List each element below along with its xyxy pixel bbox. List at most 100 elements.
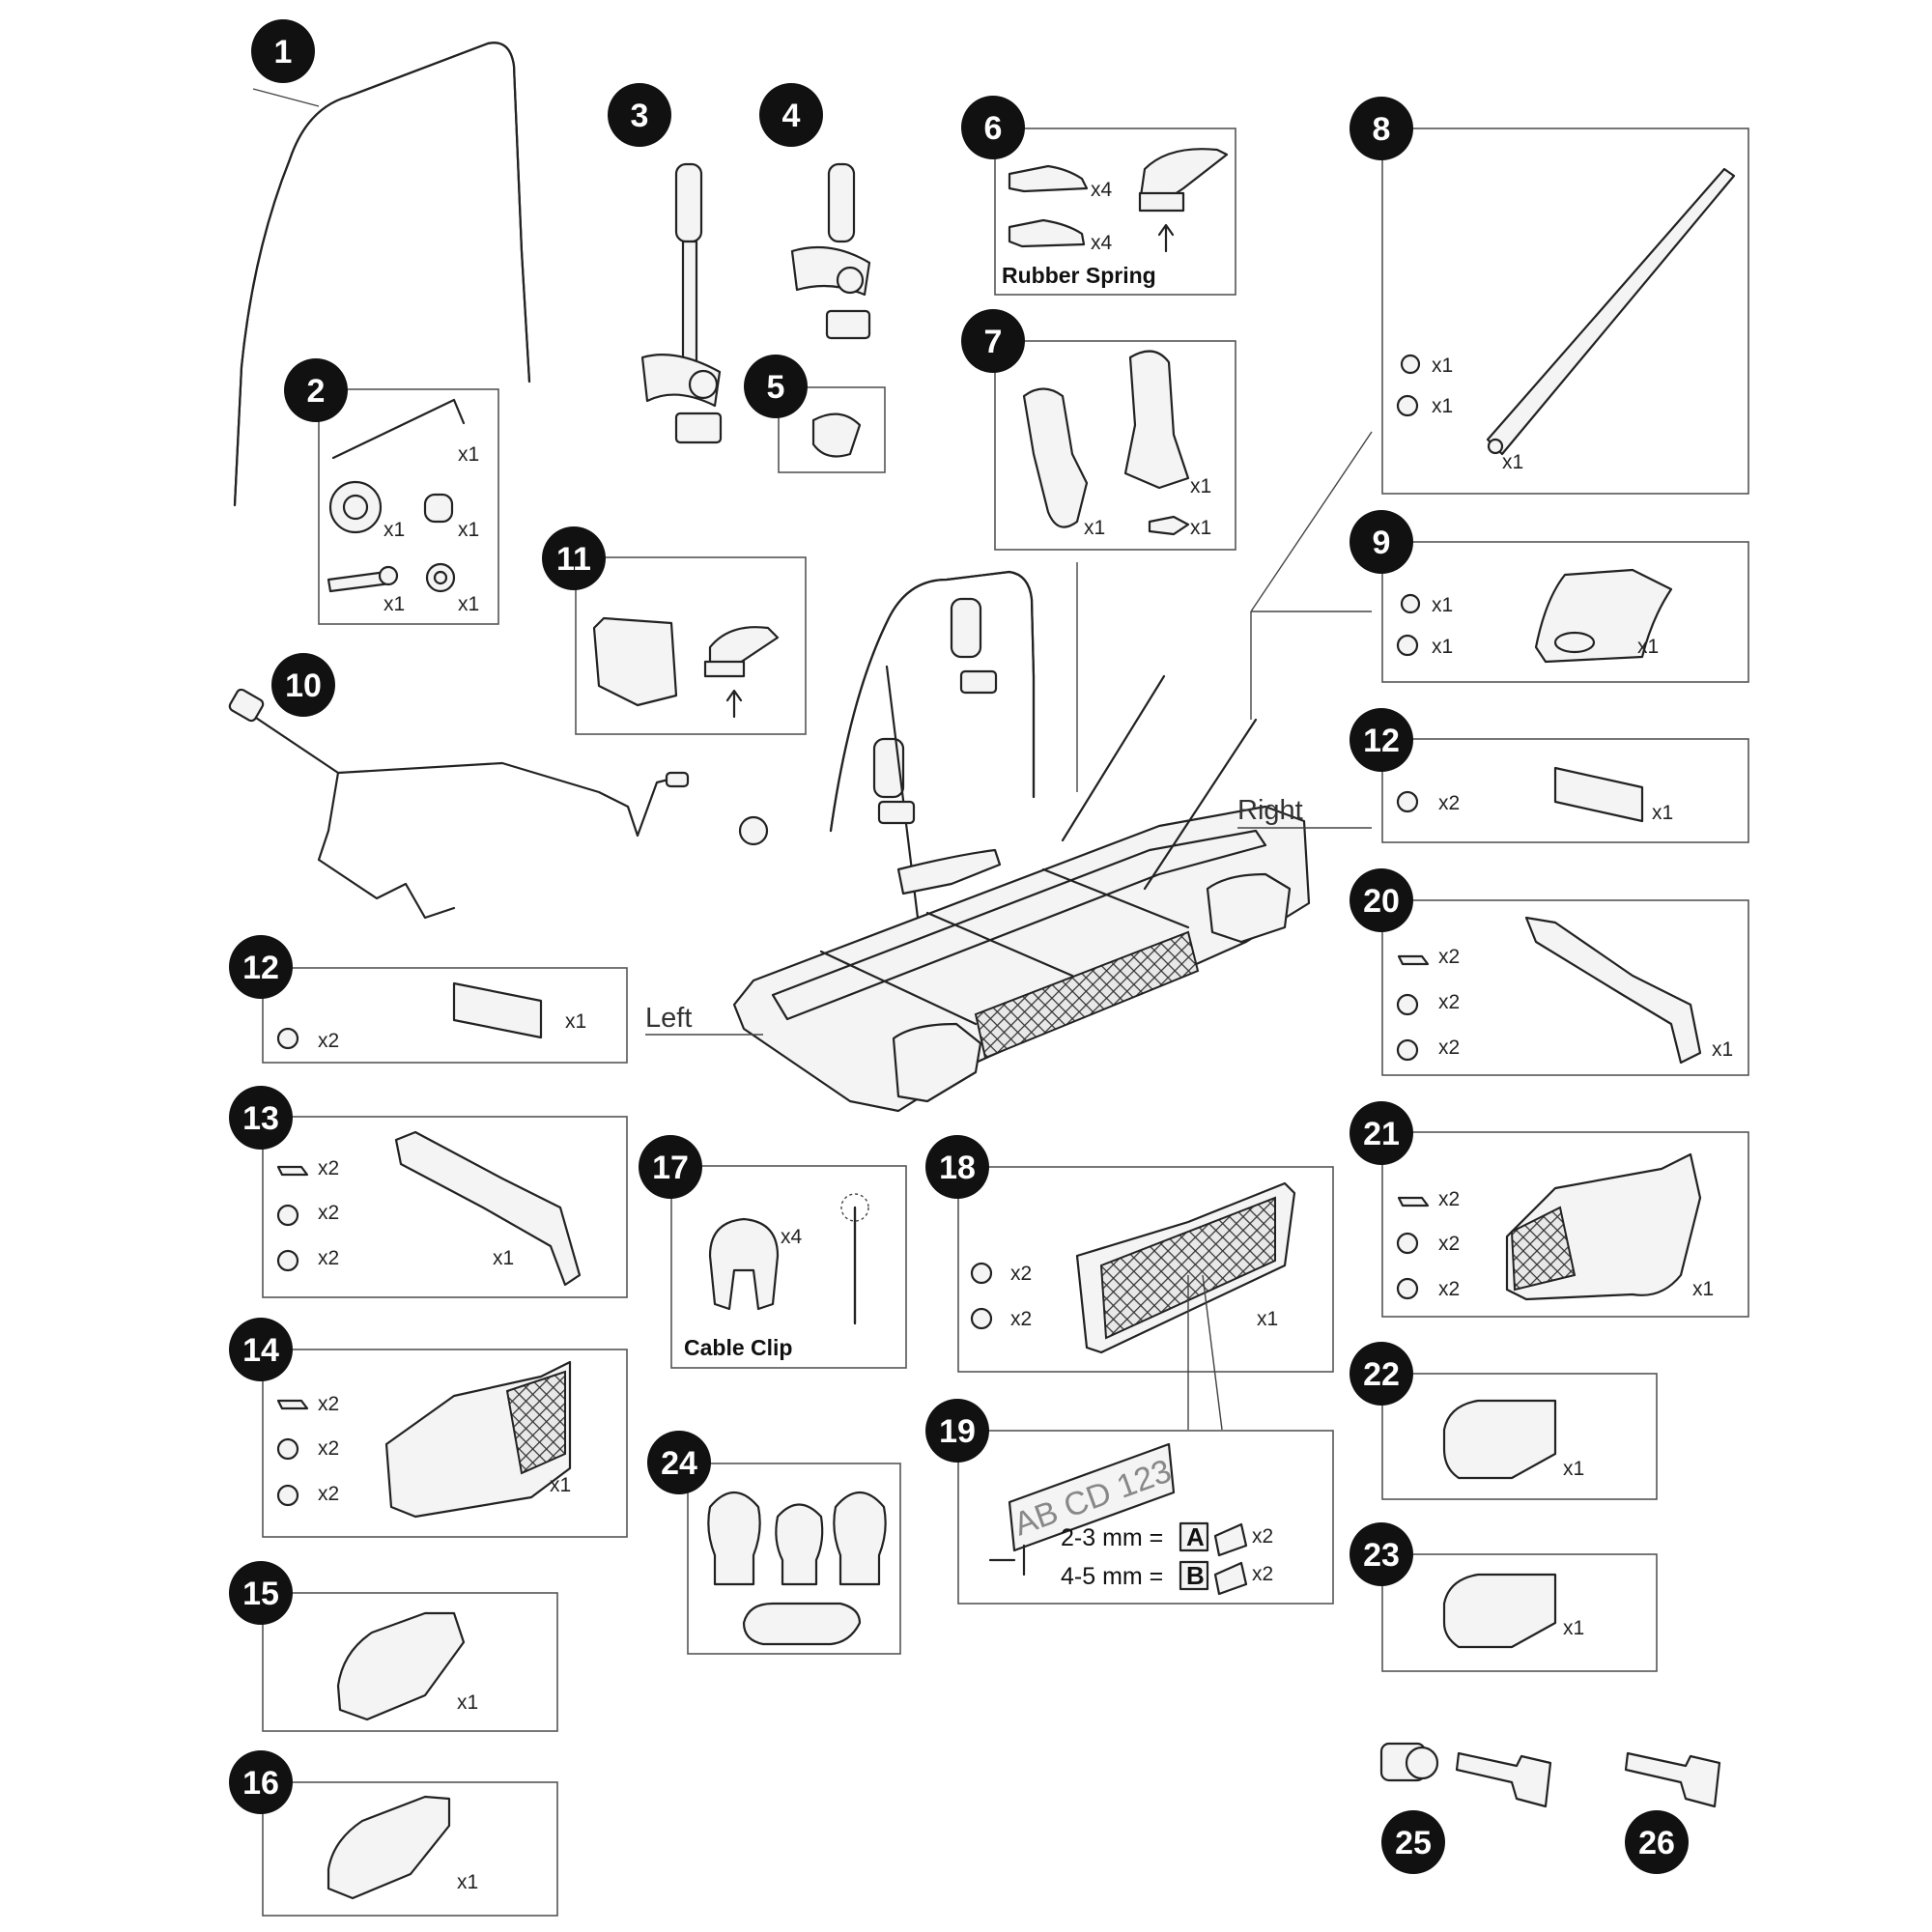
quantity-label: x1	[458, 519, 479, 541]
quantity-label: x2	[318, 1157, 339, 1179]
part-10-cable	[228, 688, 690, 920]
part-number: 1	[274, 34, 293, 71]
quantity-label: x2	[1438, 1233, 1460, 1255]
part-2-hardware	[327, 398, 466, 593]
quantity-label: x1	[458, 443, 479, 466]
part-26-key	[1624, 1751, 1721, 1808]
part-11-holder	[592, 616, 780, 719]
badge-12-right: 12	[1350, 708, 1413, 772]
box-6	[994, 128, 1236, 296]
quantity-label: x2	[1438, 1037, 1460, 1059]
box-20	[1381, 899, 1749, 1076]
part-15-lens	[336, 1611, 466, 1721]
leader-8	[1250, 431, 1373, 612]
badge-11: 11	[542, 526, 606, 590]
part-3-long-arm	[640, 162, 723, 444]
part-5-knob	[811, 412, 862, 458]
badge-17: 17	[639, 1135, 702, 1199]
box-5	[778, 386, 886, 473]
part-6-rubber-springs	[1008, 148, 1229, 253]
part-number: 14	[242, 1332, 279, 1369]
part-number: 13	[242, 1100, 279, 1137]
badge-14: 14	[229, 1318, 293, 1381]
quantity-label: x2	[1252, 1563, 1273, 1585]
badge-22: 22	[1350, 1342, 1413, 1406]
part-number: 22	[1363, 1356, 1400, 1393]
part-24-bulbs	[707, 1492, 887, 1646]
plate-spacer-label: B	[1186, 1561, 1205, 1590]
quantity-label: x1	[384, 593, 405, 615]
badge-20: 20	[1350, 868, 1413, 932]
box-24	[687, 1463, 901, 1655]
quantity-label: x1	[1432, 395, 1453, 417]
box-2	[318, 388, 499, 625]
part-number: 25	[1395, 1825, 1432, 1861]
part-number: 4	[782, 98, 801, 134]
assembled-bike-carrier	[732, 570, 1311, 1113]
part-19-plate-spacers	[988, 1442, 1248, 1596]
quantity-label: x2	[318, 1202, 339, 1224]
part-17-cable-clips	[708, 1193, 869, 1325]
part-8-rod	[1396, 167, 1736, 456]
part-12-right-plate	[1396, 766, 1644, 823]
part-number: 6	[984, 110, 1003, 147]
part-13-light-bracket	[276, 1130, 582, 1287]
badge-3: 3	[608, 83, 671, 147]
box-21	[1381, 1131, 1749, 1318]
part-23-lens	[1442, 1573, 1557, 1649]
quantity-label: x4	[781, 1226, 803, 1248]
badge-8: 8	[1350, 97, 1413, 160]
quantity-label: x2	[1438, 1188, 1460, 1210]
part-number: 11	[556, 541, 591, 578]
badge-24: 24	[647, 1431, 711, 1494]
badge-6: 6	[961, 96, 1025, 159]
leader-18-19b	[1202, 1274, 1223, 1431]
quantity-label: x1	[1712, 1038, 1733, 1061]
quantity-label: x1	[1637, 636, 1659, 658]
quantity-label: x1	[458, 593, 479, 615]
badge-9: 9	[1350, 510, 1413, 574]
box-17	[670, 1165, 907, 1369]
quantity-label: x1	[457, 1871, 478, 1893]
part-number: 20	[1363, 883, 1400, 920]
part-14-left-light	[276, 1360, 572, 1519]
part-number: 8	[1373, 111, 1391, 148]
quantity-label: x1	[1084, 517, 1105, 539]
part-number: 23	[1363, 1537, 1400, 1574]
part-number: 7	[984, 324, 1003, 360]
quantity-label: x4	[1091, 179, 1113, 201]
part-number: 2	[307, 373, 326, 410]
box-16	[262, 1781, 558, 1917]
badge-18: 18	[925, 1135, 989, 1199]
caption-label: Cable Clip	[684, 1335, 792, 1360]
box-15	[262, 1592, 558, 1732]
caption-label: Right	[1237, 795, 1303, 826]
quantity-label: x2	[1438, 792, 1460, 814]
quantity-label: x1	[1502, 451, 1523, 473]
quantity-label: x2	[1438, 1278, 1460, 1300]
quantity-label: x2	[318, 1393, 339, 1415]
quantity-label: x2	[1252, 1525, 1273, 1548]
box-12-left	[262, 967, 628, 1064]
box-23	[1381, 1553, 1658, 1672]
badge-25: 25	[1381, 1810, 1445, 1874]
part-20-light-bracket	[1396, 916, 1702, 1065]
badge-21: 21	[1350, 1101, 1413, 1165]
caption-label: Left	[645, 1003, 692, 1034]
plate-spacer-label: A	[1186, 1522, 1205, 1551]
plate-spacer-label: 4-5 mm =	[1061, 1563, 1163, 1590]
quantity-label: x1	[1563, 1458, 1584, 1480]
badge-26: 26	[1625, 1810, 1689, 1874]
quantity-label: x1	[1432, 355, 1453, 377]
part-number: 24	[661, 1445, 697, 1482]
box-12-right	[1381, 738, 1749, 843]
caption-label: Rubber Spring	[1002, 263, 1156, 288]
quantity-label: x1	[1190, 517, 1211, 539]
badge-10: 10	[271, 653, 335, 717]
quantity-label: x4	[1091, 232, 1113, 254]
part-number: 12	[242, 950, 279, 986]
part-number: 26	[1638, 1825, 1675, 1861]
badge-13: 13	[229, 1086, 293, 1150]
quantity-label: x1	[550, 1474, 571, 1496]
part-number: 15	[242, 1576, 279, 1612]
